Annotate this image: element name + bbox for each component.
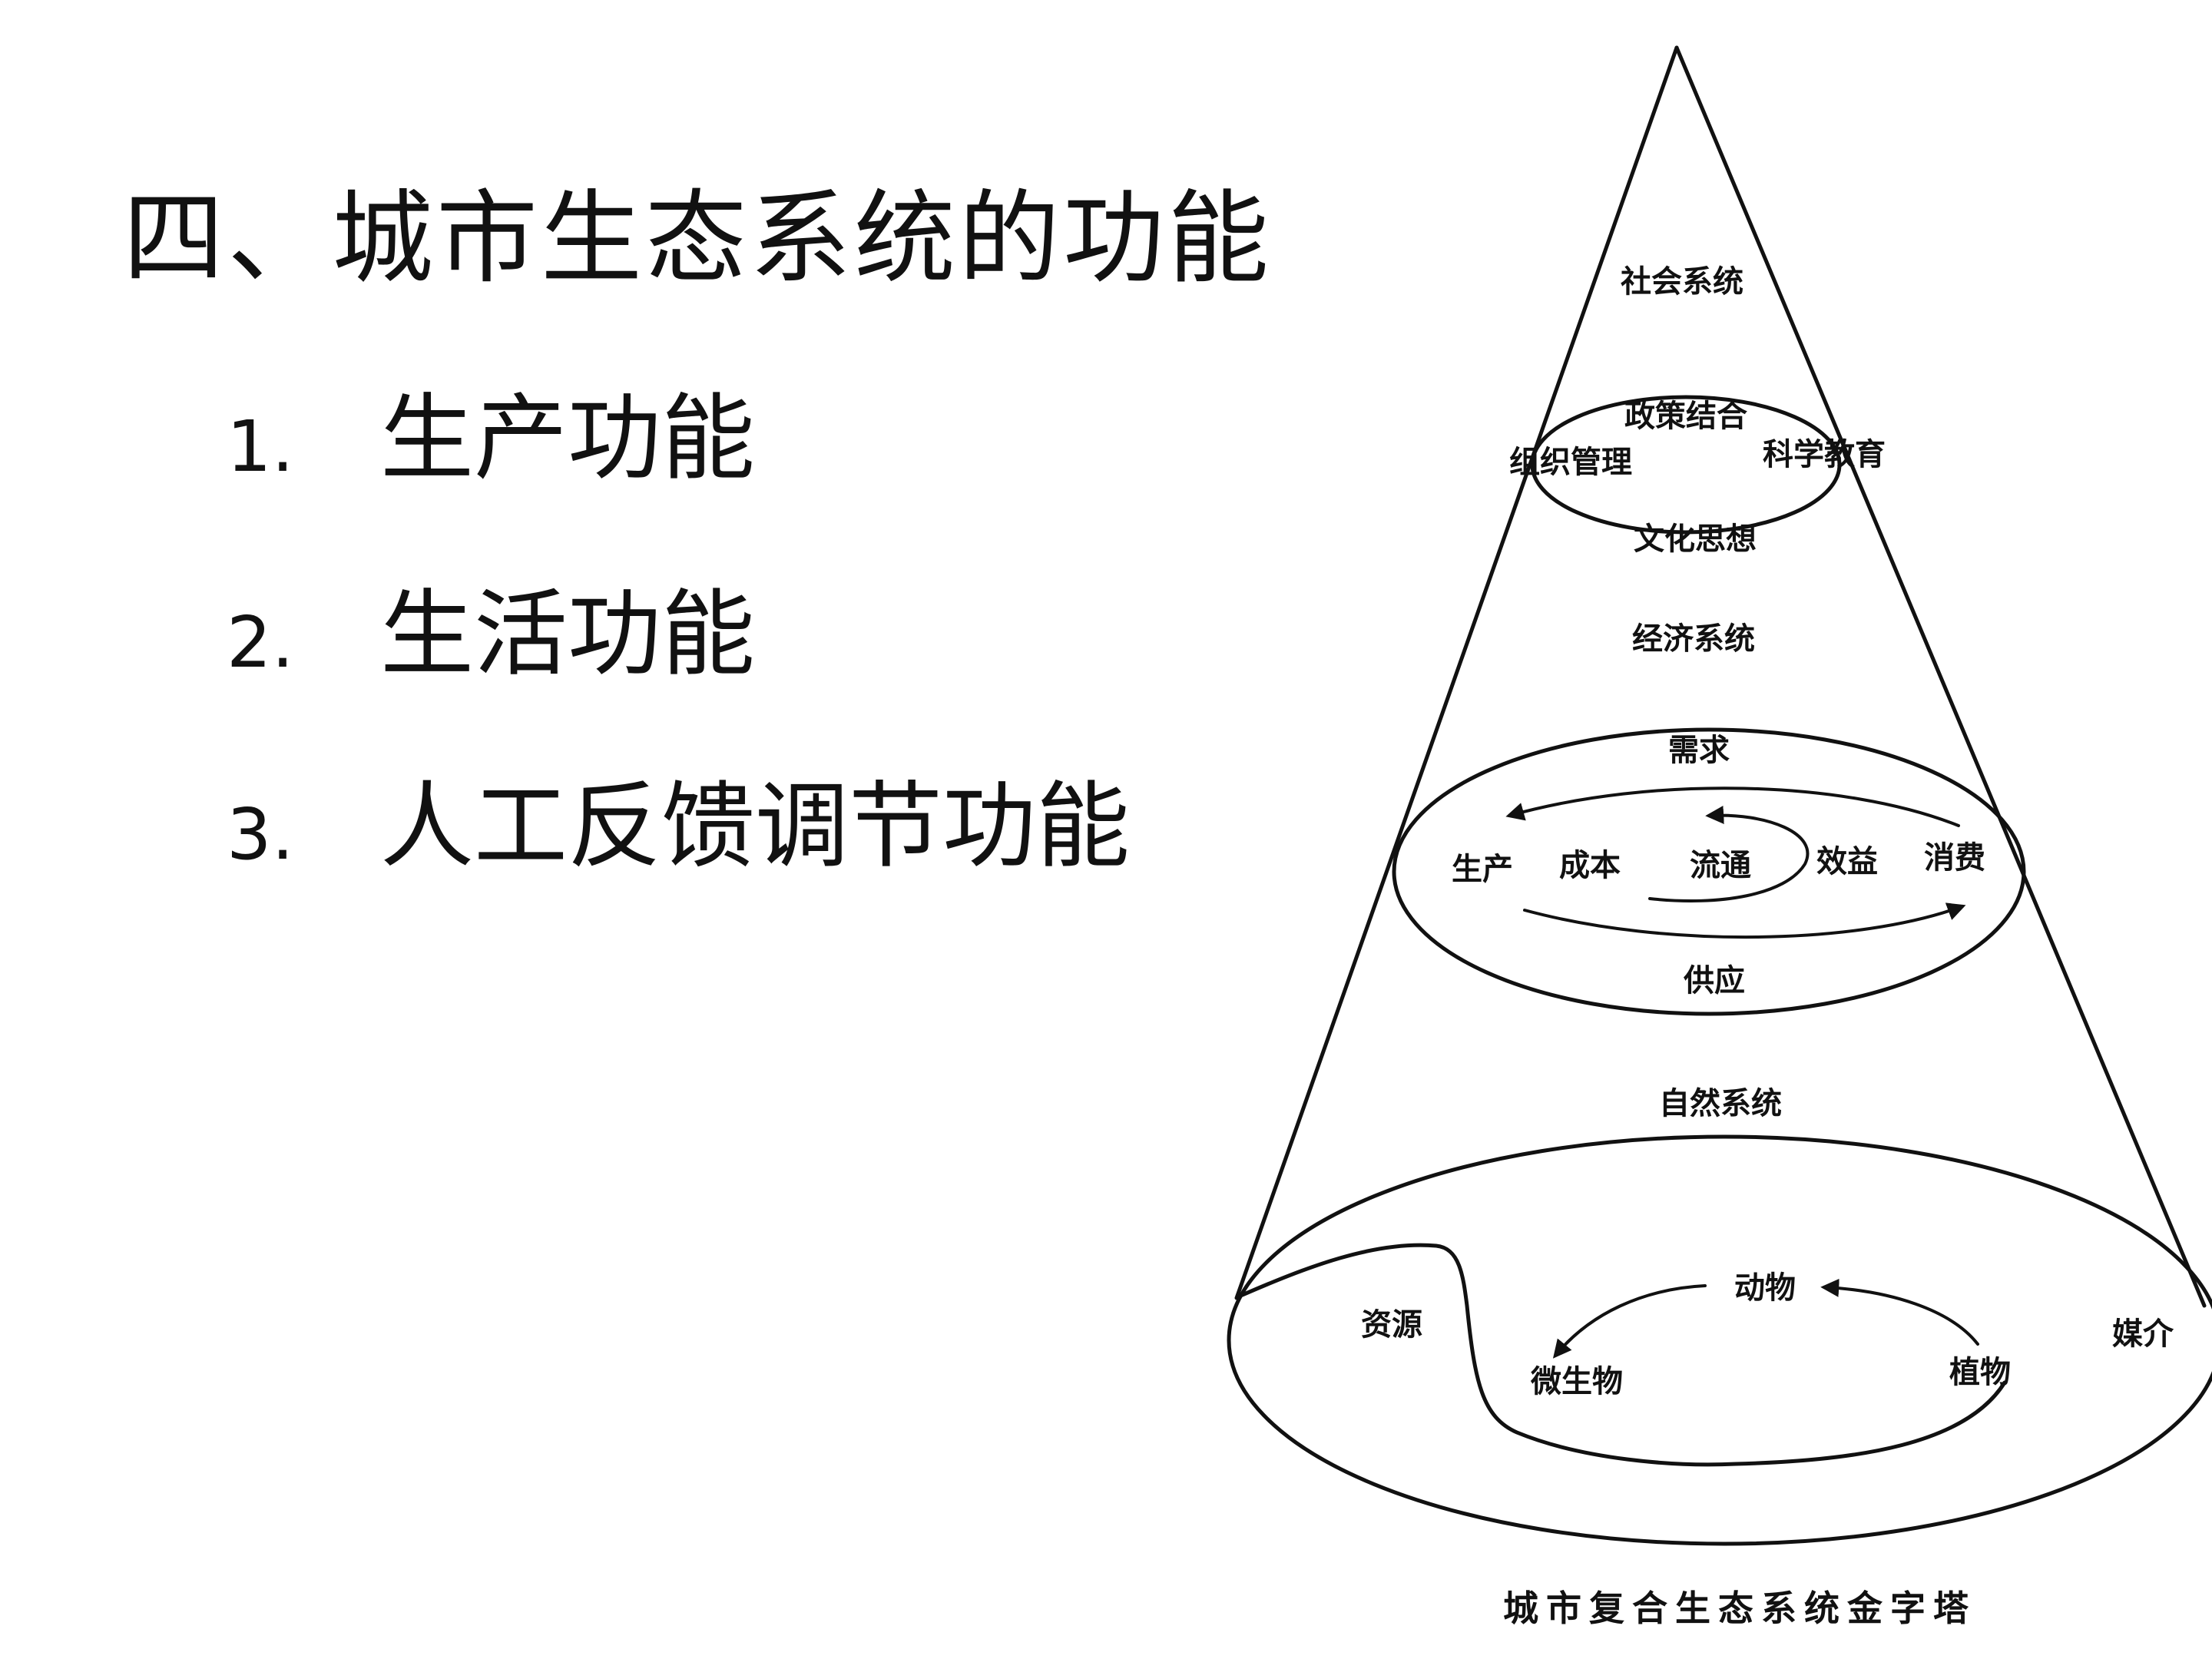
medium-label: 媒介 [2112, 1316, 2174, 1352]
production-label: 生产 [1452, 851, 1513, 887]
policy-integration-label: 政策结合 [1624, 398, 1747, 434]
list-item-number: 2. [227, 601, 294, 684]
list-item-text: 人工反馈调节功能 [380, 772, 1130, 881]
list-item-text: 生活功能 [380, 580, 755, 689]
social-system-label: 社会系统 [1621, 263, 1743, 300]
resources-label: 资源 [1361, 1306, 1422, 1343]
cone-left-edge [1234, 45, 1679, 1300]
consumption-label: 消费 [1924, 839, 1985, 876]
animals-to-microbes-arrow [1552, 1284, 1707, 1359]
list-item-number: 3. [227, 793, 294, 876]
supply-label: 供应 [1684, 962, 1745, 998]
demand-label: 需求 [1668, 732, 1730, 768]
natural-system-base-ellipse [1227, 1134, 2212, 1546]
list-item-number: 1. [227, 406, 294, 488]
economic-system-ellipse [1392, 727, 2026, 1016]
science-education-label: 科学教育 [1763, 436, 1886, 472]
plants-label: 植物 [1949, 1354, 2011, 1390]
cost-label: 成本 [1559, 847, 1621, 883]
animals-label: 动物 [1734, 1270, 1796, 1306]
circulation-loop-arrow [1648, 806, 1810, 902]
plants-to-animals-arrow [1820, 1278, 1979, 1346]
organization-management-label: 组织管理 [1509, 444, 1632, 480]
natural-system-label: 自然系统 [1659, 1085, 1782, 1121]
culture-thought-label: 文化思想 [1634, 521, 1757, 557]
list-item: 1.生产功能 [227, 392, 755, 485]
social-system-ellipse [1530, 395, 1842, 535]
demand-flow-arrow [1505, 786, 1960, 827]
circulation-label: 流通 [1690, 847, 1751, 883]
list-item: 3.人工反馈调节功能 [227, 780, 1130, 873]
slide-title: 四、城市生态系统的功能 [123, 180, 1272, 298]
supply-flow-arrow [1523, 902, 1966, 939]
resources-boundary-curve [1237, 1243, 2007, 1467]
list-item-text: 生产功能 [380, 384, 755, 493]
list-item: 2.生活功能 [227, 588, 755, 681]
cone-right-edge [1674, 45, 2207, 1308]
microbes-label: 微生物 [1530, 1363, 1623, 1399]
benefit-label: 效益 [1816, 843, 1878, 879]
diagram-caption: 城市复合生态系统金字塔 [1503, 1588, 1976, 1629]
economic-system-label: 经济系统 [1632, 621, 1755, 657]
